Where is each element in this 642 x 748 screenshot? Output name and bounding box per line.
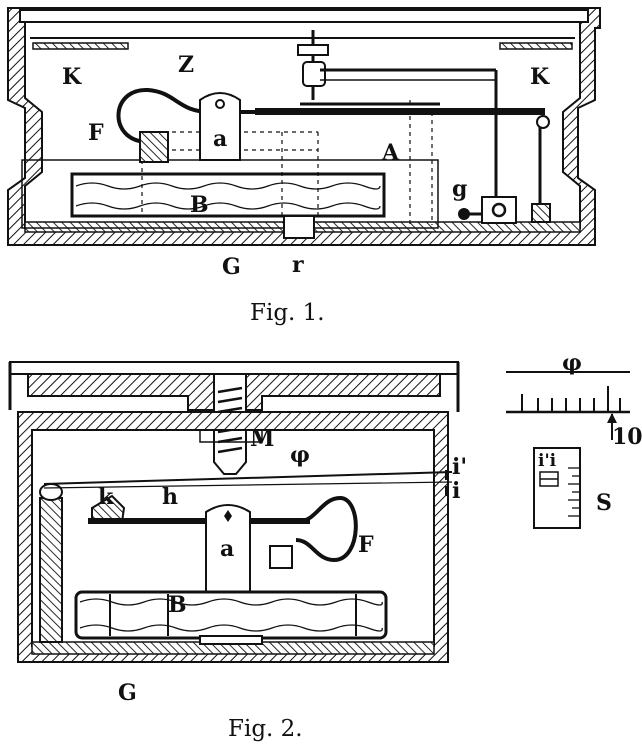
fig1-label-z: Z: [178, 52, 194, 78]
scale-ticks: [521, 386, 621, 412]
fig1-caption: Fig. 1.: [250, 300, 325, 326]
scale-label-ii: i'i: [538, 451, 557, 471]
scale-arrow-head: [607, 413, 617, 423]
fig1-spindle-drum: [302, 61, 326, 87]
fig2-post: [205, 504, 251, 593]
fig1-stop-right: [499, 42, 573, 50]
scale-card-s: [533, 447, 581, 529]
fig1-label-g-capital: G: [222, 254, 241, 280]
fig1-label-g: g: [452, 176, 467, 202]
fig1-label-b: B: [190, 192, 209, 218]
figure-2: M φ i' i k h a F B G Fig. 2.: [8, 361, 467, 742]
fig2-lid: [9, 361, 459, 375]
fig2-label-g: G: [118, 680, 137, 706]
fig1-label-a-capital: A: [381, 140, 400, 166]
fig2-label-m: M: [250, 426, 274, 452]
fig1-vacuum-chamber: [70, 172, 386, 218]
fig2-caption: Fig. 2.: [228, 716, 303, 742]
fig2-pointer-back: [43, 481, 453, 489]
fig2-column-top: [39, 483, 63, 501]
fig1-spindle-cap: [297, 44, 329, 56]
fig2-chamber-stem: [199, 635, 263, 645]
scale-detail: φ 10 i'i S: [506, 350, 642, 529]
fig1-label-a: a: [213, 126, 227, 152]
fig2-label-i-prime: i': [452, 454, 467, 480]
fig1-post: [199, 92, 241, 161]
scale-label-s: S: [596, 490, 612, 516]
fig2-pointer: [43, 471, 453, 485]
fig2-post-pivot: [224, 510, 232, 522]
fig2-inner-ledge: [32, 429, 434, 443]
fig1-lever: [255, 108, 545, 115]
figure-1: K Z K F a A B g G r Fig. 1.: [7, 7, 601, 326]
fig1-screw-knob: [458, 208, 470, 220]
fig2-weight: [269, 545, 293, 569]
fig1-top-rim: [19, 9, 589, 23]
fig2-label-f: F: [358, 532, 374, 558]
fig2-side-column: [39, 497, 63, 643]
fig2-label-b: B: [168, 592, 187, 618]
fig2-label-i: i: [452, 478, 460, 504]
scale-label-phi: φ: [562, 350, 582, 376]
fig1-label-f: F: [88, 120, 104, 146]
fig2-spring: [295, 495, 358, 563]
fig1-weight: [139, 131, 169, 163]
fig1-stop-left: [32, 42, 129, 50]
fig2-lever: [88, 518, 310, 524]
fig2-label-k: k: [98, 484, 114, 510]
scale-card-ticks: [568, 467, 580, 517]
fig1-label-r: r: [292, 252, 304, 278]
fig1-chamber-stem: [283, 215, 315, 239]
fig1-screw-head: [491, 202, 507, 218]
scale-label-ten: 10: [612, 424, 642, 450]
fig1-spring: [116, 87, 296, 144]
fig1-label-k-left: K: [62, 64, 82, 90]
fig1-post-pivot: [215, 99, 225, 109]
fig2-label-phi: φ: [290, 442, 310, 468]
fig1-screw-nut: [531, 203, 551, 223]
fig1-lever-end: [536, 115, 550, 129]
fig1-dashed-lines: [141, 100, 433, 225]
fig1-label-k-right: K: [530, 64, 550, 90]
fig2-label-h: h: [162, 484, 178, 510]
fig1-chamber-corrugation: [75, 182, 381, 210]
fig2-label-a: a: [220, 536, 234, 562]
fig2-chamber-corrugation: [79, 598, 383, 632]
